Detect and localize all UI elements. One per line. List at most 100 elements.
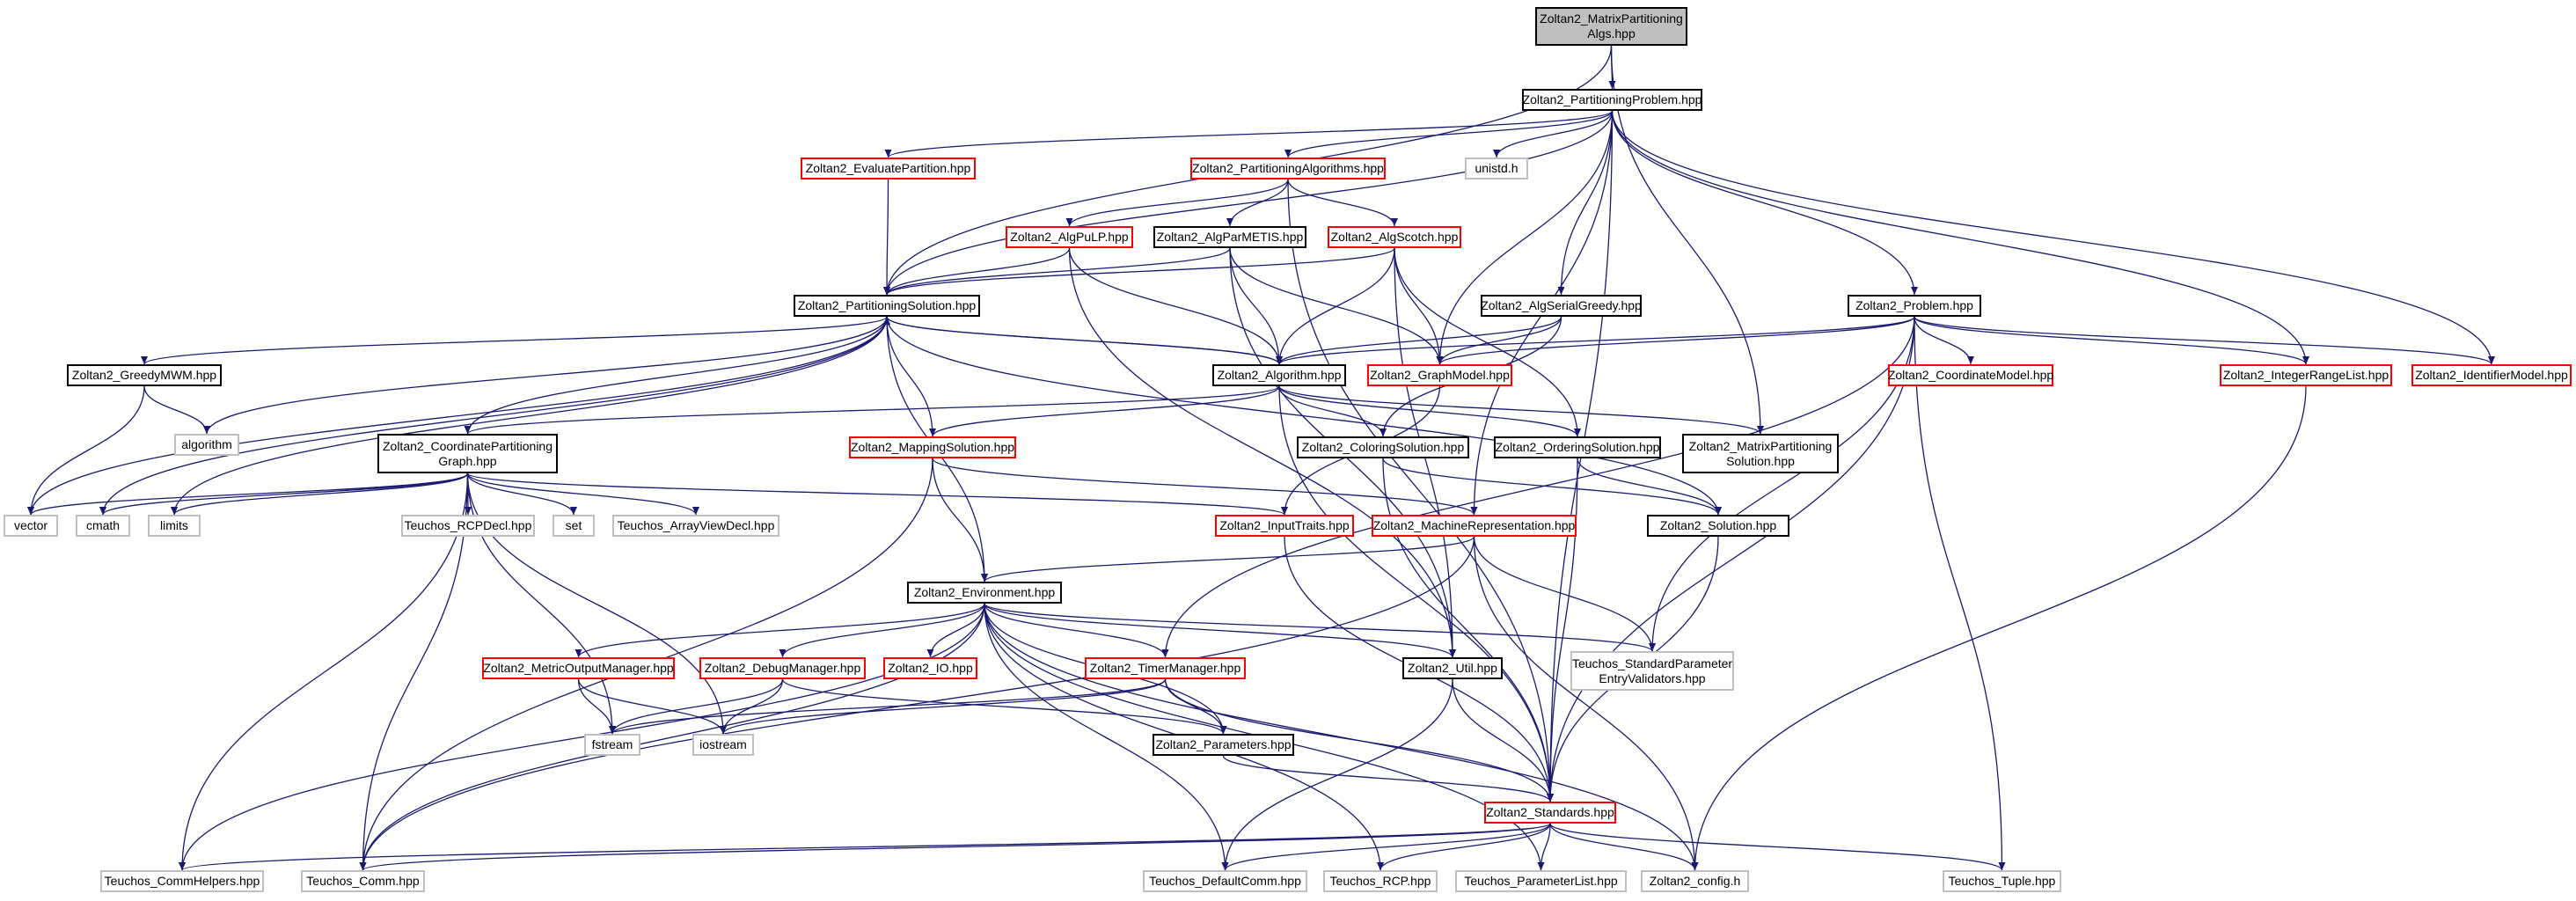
node-algorithm[interactable]: algorithm [174, 434, 239, 456]
node-pa[interactable]: Zoltan2_PartitioningAlgorithms.hpp [1190, 157, 1386, 179]
node-parmetis[interactable]: Zoltan2_AlgParMETIS.hpp [1153, 226, 1306, 248]
node-label: Zoltan2_Util.hpp [1408, 661, 1497, 675]
edge-env-to-timer [984, 603, 1169, 658]
edge-env-to-defcomm [984, 603, 1229, 871]
node-unistd[interactable]: unistd.h [1465, 157, 1528, 179]
node-label: Teuchos_ParameterList.hpp [1464, 874, 1618, 888]
edge-ordsol-to-solution [1577, 458, 1722, 516]
edge-problem-to-standards [1547, 316, 1915, 802]
node-graphmodel[interactable]: Zoltan2_GraphModel.hpp [1367, 364, 1512, 386]
node-inputtraits[interactable]: Zoltan2_InputTraits.hpp [1215, 515, 1354, 537]
edge-standards-to-tuple [1549, 823, 2006, 871]
node-vector[interactable]: vector [4, 515, 58, 537]
edge-serialgreedy-to-algorithm_h [1276, 316, 1562, 365]
node-set[interactable]: set [553, 515, 595, 537]
edge-scotch-to-ordsol [1394, 247, 1581, 437]
node-label: Zoltan2_ColoringSolution.hpp [1301, 440, 1465, 454]
edge-cpg-to-limits [171, 472, 469, 516]
node-label: Zoltan2_MatrixPartitioning [1688, 438, 1833, 453]
edge-cpg-to-commhelpers [179, 472, 469, 871]
node-label: Zoltan2_Parameters.hpp [1155, 737, 1292, 751]
node-debugmgr[interactable]: Zoltan2_DebugManager.hpp [699, 657, 866, 679]
node-label: iostream [699, 737, 747, 751]
edge-ps-to-cmath [99, 316, 888, 516]
node-machrep[interactable]: Zoltan2_MachineRepresentation.hpp [1372, 515, 1577, 537]
edge-problem-to-idmodel [1914, 316, 2495, 365]
node-label: Zoltan2_IntegerRangeList.hpp [2222, 368, 2389, 382]
node-pulp[interactable]: Zoltan2_AlgPuLP.hpp [1006, 226, 1133, 248]
node-coordmodel[interactable]: Zoltan2_CoordinateModel.hpp [1888, 364, 2053, 386]
node-label: Zoltan2_Standards.hpp [1486, 805, 1614, 819]
node-rcp[interactable]: Teuchos_RCP.hpp [1323, 870, 1438, 892]
node-standards[interactable]: Zoltan2_Standards.hpp [1484, 802, 1616, 824]
node-serialgreedy[interactable]: Zoltan2_AlgSerialGreedy.hpp [1481, 295, 1642, 317]
node-label: Zoltan2_IdentifierModel.hpp [2415, 368, 2568, 382]
node-solution[interactable]: Zoltan2_Solution.hpp [1647, 515, 1789, 537]
node-label: Zoltan2_AlgSerialGreedy.hpp [1481, 298, 1642, 312]
node-avdecl[interactable]: Teuchos_ArrayViewDecl.hpp [612, 515, 779, 537]
edge-algorithm_h-to-mapsol [929, 385, 1280, 437]
node-problem[interactable]: Zoltan2_Problem.hpp [1848, 295, 1981, 317]
node-label: Teuchos_RCP.hpp [1329, 874, 1431, 888]
edge-problem-to-spev [1649, 316, 1915, 652]
edge-problem-to-timer [1161, 316, 1915, 658]
edge-standards-to-defcomm [1221, 823, 1551, 871]
node-idmodel[interactable]: Zoltan2_IdentifierModel.hpp [2411, 364, 2572, 386]
node-defcomm[interactable]: Teuchos_DefaultComm.hpp [1143, 870, 1307, 892]
edge-machrep-to-comm [359, 536, 1475, 871]
node-metricout[interactable]: Zoltan2_MetricOutputManager.hpp [482, 657, 675, 679]
edge-standards-to-config [1549, 823, 1699, 871]
edge-metricout-to-iostream [577, 678, 727, 735]
node-params[interactable]: Zoltan2_Parameters.hpp [1153, 734, 1294, 756]
node-plist[interactable]: Teuchos_ParameterList.hpp [1455, 870, 1627, 892]
node-pp[interactable]: Zoltan2_PartitioningProblem.hpp [1522, 89, 1702, 111]
node-label: Teuchos_Comm.hpp [306, 874, 420, 888]
edge-machrep-to-config [1473, 536, 1699, 871]
edge-algorithm_h-to-ordsol [1278, 385, 1581, 437]
node-label: Zoltan2_GreedyMWM.hpp [71, 368, 217, 382]
node-label: Teuchos_DefaultComm.hpp [1149, 874, 1301, 888]
node-cmath[interactable]: cmath [76, 515, 130, 537]
edge-ps-to-cpg [464, 316, 888, 435]
edge-pa-to-pulp [1065, 179, 1289, 227]
node-rcpdecl[interactable]: Teuchos_RCPDecl.hpp [401, 515, 535, 537]
node-label: Zoltan2_AlgScotch.hpp [1330, 230, 1459, 244]
node-util[interactable]: Zoltan2_Util.hpp [1402, 657, 1503, 679]
edge-machrep-to-env [981, 536, 1475, 582]
edge-cpg-to-comm [359, 472, 469, 871]
node-tuple[interactable]: Teuchos_Tuple.hpp [1943, 870, 2061, 892]
node-ep[interactable]: Zoltan2_EvaluatePartition.hpp [801, 157, 976, 179]
node-ordsol[interactable]: Zoltan2_OrderingSolution.hpp [1494, 436, 1661, 458]
node-iostream[interactable]: iostream [692, 734, 754, 756]
edge-cpg-to-avdecl [466, 472, 699, 516]
edge-pp-to-graphmodel [1436, 110, 1614, 365]
edge-cpg-to-iostream [466, 472, 727, 735]
node-mapsol[interactable]: Zoltan2_MappingSolution.hpp [849, 436, 1016, 458]
edge-standards-to-plist [1537, 823, 1551, 871]
node-env[interactable]: Zoltan2_Environment.hpp [907, 582, 1062, 604]
edge-parmetis-to-ps [883, 247, 1231, 296]
node-config[interactable]: Zoltan2_config.h [1641, 870, 1749, 892]
node-comm[interactable]: Teuchos_Comm.hpp [301, 870, 425, 892]
edge-debugmgr-to-iostream [720, 678, 784, 735]
node-label: Zoltan2_MetricOutputManager.hpp [483, 661, 674, 675]
node-algorithm_h[interactable]: Zoltan2_Algorithm.hpp [1212, 364, 1346, 386]
node-greedymwm[interactable]: Zoltan2_GreedyMWM.hpp [67, 364, 222, 386]
node-scotch[interactable]: Zoltan2_AlgScotch.hpp [1328, 226, 1461, 248]
node-fstream[interactable]: fstream [584, 734, 640, 756]
node-timer[interactable]: Zoltan2_TimerManager.hpp [1085, 657, 1246, 679]
node-commhelpers[interactable]: Teuchos_CommHelpers.hpp [100, 870, 264, 892]
edge-env-to-io [926, 603, 985, 658]
edge-pa-to-standards [1287, 179, 1554, 802]
edge-problem-to-graphmodel [1436, 316, 1915, 365]
edge-debugmgr-to-params [781, 678, 1227, 735]
node-colsol[interactable]: Zoltan2_ColoringSolution.hpp [1297, 436, 1469, 458]
node-io[interactable]: Zoltan2_IO.hpp [883, 657, 977, 679]
node-ps[interactable]: Zoltan2_PartitioningSolution.hpp [794, 295, 980, 317]
node-irl[interactable]: Zoltan2_IntegerRangeList.hpp [2220, 364, 2392, 386]
node-limits[interactable]: limits [148, 515, 201, 537]
